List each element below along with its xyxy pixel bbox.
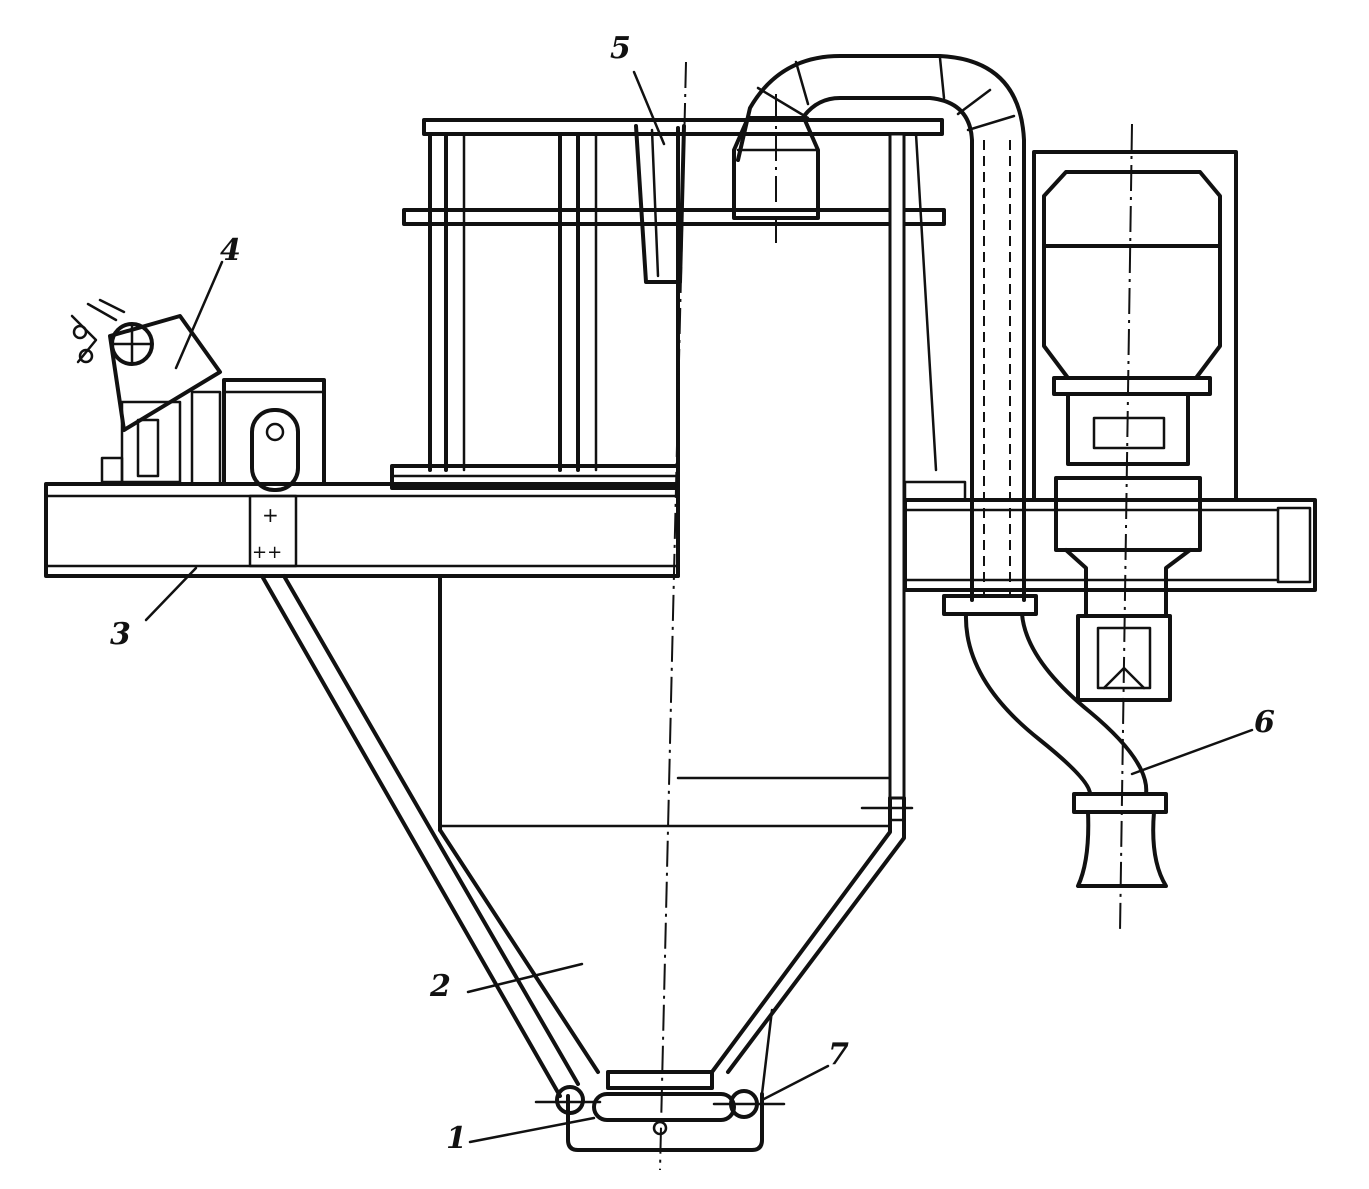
- drive-unit: [70, 298, 326, 492]
- svg-text:+: +: [262, 503, 279, 527]
- beam-bracket: [260, 574, 580, 1098]
- callout-7: 7: [828, 1037, 849, 1072]
- center-axes: [659, 61, 1133, 1171]
- callout-5: 5: [610, 31, 631, 66]
- support-beam: + ++: [44, 480, 1317, 592]
- leader-lines: [144, 70, 1254, 1144]
- callout-3: 3: [110, 617, 131, 652]
- callout-1: 1: [446, 1121, 467, 1156]
- callout-6: 6: [1254, 705, 1275, 740]
- callout-2: 2: [429, 969, 451, 1004]
- tank-body: [438, 126, 914, 1152]
- blower-motor: [1032, 150, 1238, 702]
- callout-4: 4: [220, 233, 241, 268]
- pivot-rollers: [534, 1085, 786, 1119]
- callout-labels: 1 2 3 4 5 6 7: [110, 31, 1275, 1156]
- svg-text:++: ++: [252, 542, 282, 563]
- upper-frame: [390, 118, 946, 490]
- air-duct: [732, 54, 1168, 888]
